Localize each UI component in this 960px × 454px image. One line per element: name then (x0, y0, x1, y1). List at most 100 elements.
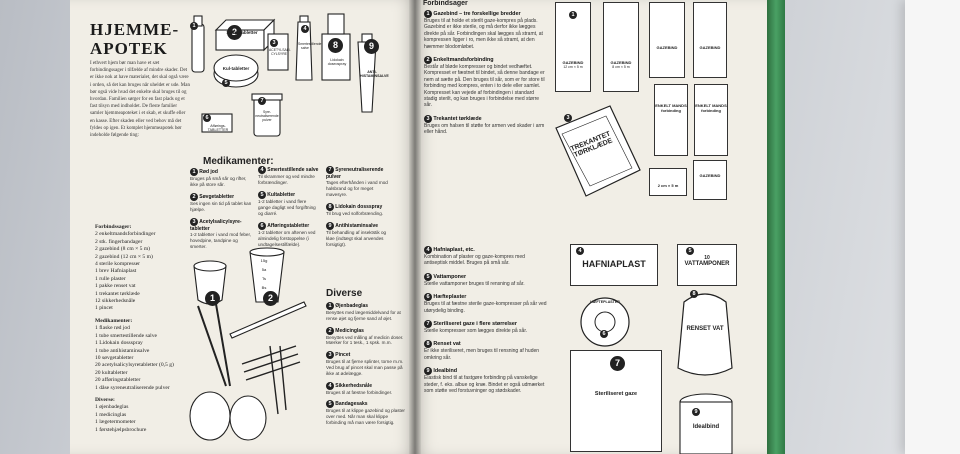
number-badge-tape: 6 (600, 330, 608, 338)
title-line-2: APOTEK (90, 39, 168, 58)
pkg-label-acetyl: ACETYLSALI-CYLSYRE (269, 48, 291, 56)
diverse-heading: Diverse (326, 288, 363, 299)
checklist-item: 1 lægetermometer (95, 419, 136, 426)
checklist-item: 20 acetylsalicylsyretabletter (0,5 g) (95, 362, 174, 369)
number-badge-hafnia: 4 (576, 247, 584, 255)
pkg-label-afforing: Afførings-TABLETTER (207, 124, 229, 132)
checklist-item: 12 sikkerhedsnåle (95, 298, 136, 305)
gauze-package-small: GAZEBIND (649, 2, 685, 78)
checklist-item: 1 Lidokain dossspray (95, 340, 143, 347)
number-badge-diverse-2: 2 (263, 291, 278, 306)
number-badge-vat: 8 (690, 290, 698, 298)
number-badge-7: 7 (258, 97, 266, 105)
pkg-label-sov: Søvgetabletter (226, 30, 258, 35)
checklist-medikamenter-head: Medikamenter: (95, 317, 133, 324)
enkeltmands-package-2: ENKELT MANDS forbinding (694, 84, 728, 156)
checklist-item: 1 tube smertestillende salve (95, 332, 157, 339)
gauze-package-large: 1 (555, 2, 591, 92)
gauze-package-small-2: GAZEBIND (693, 160, 727, 200)
number-badge-9: 9 (364, 39, 379, 54)
right-page-header: Forbindsager (423, 0, 468, 7)
pkg-label-kul: Kul-tabletter (222, 66, 250, 71)
number-badge-8: 8 (328, 38, 343, 53)
number-badge-trekant: 3 (564, 114, 572, 122)
checklist-item: 1 trekantet tørklæde (95, 290, 140, 297)
checklist-item: 1 dåse syreneutraliserende pulver (95, 384, 170, 391)
number-badge-idealbind: 9 (692, 408, 700, 416)
checklist-item: 1 førstehjælpsbrochure (95, 426, 147, 433)
checklist-item: 1 brev Hafniaplast (95, 268, 137, 275)
bandage-item: 4 Hafniaplast, etc.Kombination af plaste… (424, 246, 525, 267)
idealbind-roll-illustration (679, 393, 733, 454)
checklist-forbinding-head: Forbindssager: (95, 224, 132, 230)
bandage-list-bottom: 4 Hafniaplast, etc.Kombination af plaste… (424, 246, 548, 400)
loose-paper (905, 0, 960, 454)
pkg-label-syre: Syre-neutraliserende pulver (255, 110, 279, 122)
renset-vat-label: RENSET VAT (686, 326, 724, 332)
checklist: Forbindssager: 2 enkeltmandsforbindinger… (95, 222, 195, 434)
tape-label: HÆFTEPLASTER (590, 300, 620, 304)
title-line-1: HJEMME- (90, 20, 180, 39)
gauze-package-medium (603, 2, 639, 92)
checklist-item: 10 søvgetabletter (95, 354, 134, 361)
checklist-diverse-head: Diverse: (95, 396, 115, 403)
pkg-label-lido: Lidokain doseospray (327, 58, 347, 66)
idealbind-label: Idealbind (692, 424, 720, 430)
pkg-label-smerte: Smertestillende salve (298, 42, 322, 50)
hafniaplast-box: HAFNIAPLAST (570, 244, 658, 286)
number-badge-2: 2 (227, 25, 242, 40)
pkg-label-antihist: ANTI-HISTAMINSALVE (360, 70, 389, 78)
intro-paragraph: I ethvert hjem bør man have et sæt forbi… (90, 61, 190, 139)
checklist-item: 1 pincet (95, 305, 113, 312)
enkeltmands-package-1: ENKELT MANDS forbinding (654, 84, 688, 156)
checklist-item: 1 flaske rød jod (95, 325, 130, 332)
checklist-item: 2 gazebind (12 cm × 5 m) (95, 253, 153, 260)
checklist-item: 1 rulle plaster (95, 275, 126, 282)
checklist-item: 1 medicinglas (95, 411, 127, 418)
medikamenter-heading: Medikamenter: (203, 156, 274, 167)
tape-roll-illustration (580, 297, 630, 347)
number-badge-3: 3 (270, 39, 278, 47)
checklist-item: 2 stk. fingerbandager (95, 238, 143, 245)
page-title: HJEMME- APOTEK (90, 20, 182, 58)
gauze-roll-package: 2 cm × 5 m (649, 168, 687, 196)
book-cover-edge (767, 0, 785, 454)
cotton-bag-illustration (677, 293, 733, 376)
checklist-item: 1 øjenbadeglas (95, 404, 129, 411)
checklist-item: 4 sterile kompresser (95, 261, 141, 268)
medications-illustration (191, 13, 377, 137)
book-spine (409, 0, 421, 454)
number-badge-5: 5 (222, 79, 230, 87)
number-badge-4: 4 (301, 25, 309, 33)
checklist-item: 20 afføringstabletter (95, 377, 141, 384)
checklist-item: 20 kultabletter (95, 369, 128, 376)
number-badge-1: 1 (190, 22, 198, 30)
checklist-item: 2 gazebind (8 cm × 5 m) (95, 246, 151, 253)
number-badge-diverse-1: 1 (205, 291, 220, 306)
